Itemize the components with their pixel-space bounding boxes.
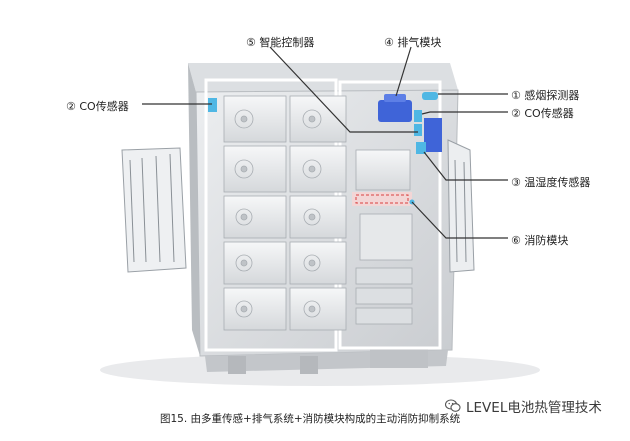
wechat-icon	[445, 399, 461, 412]
label-co-sensor-right: ② CO传感器	[511, 107, 574, 120]
label-fire-module: ⑥ 消防模块	[511, 234, 569, 247]
battery-modules	[223, 95, 347, 331]
label-smart-controller: ⑤ 智能控制器	[246, 36, 315, 49]
leader-exhaust	[395, 46, 412, 97]
leader-fire	[411, 201, 508, 239]
label-temp-humidity-sensor: ③ 温湿度传感器	[511, 176, 591, 189]
watermark: LEVEL电池热管理技术	[445, 396, 602, 416]
label-exhaust-module: ④ 排气模块	[384, 36, 442, 49]
label-smoke-detector: ① 感烟探测器	[511, 89, 580, 102]
right-door	[447, 139, 475, 273]
smart-controller	[414, 118, 442, 152]
right-compartment	[355, 149, 413, 325]
leader-co-right	[421, 111, 508, 115]
smoke-detector	[422, 92, 438, 100]
left-door	[121, 147, 187, 273]
leader-lines	[142, 46, 508, 239]
figure-caption: 图15. 由多重传感+排气系统+消防模块构成的主动消防抑制系统	[160, 413, 461, 425]
co-sensor-right	[414, 110, 422, 122]
leader-temp-humidity	[423, 151, 508, 181]
temp-humidity-sensor	[416, 142, 426, 154]
leader-controller	[269, 46, 418, 133]
exhaust-module	[378, 94, 412, 122]
watermark-text: LEVEL电池热管理技术	[466, 400, 602, 416]
label-co-sensor-left: ② CO传感器	[66, 100, 129, 113]
co-sensor-left	[208, 98, 217, 112]
fire-module	[352, 192, 415, 206]
sensors	[208, 92, 438, 154]
